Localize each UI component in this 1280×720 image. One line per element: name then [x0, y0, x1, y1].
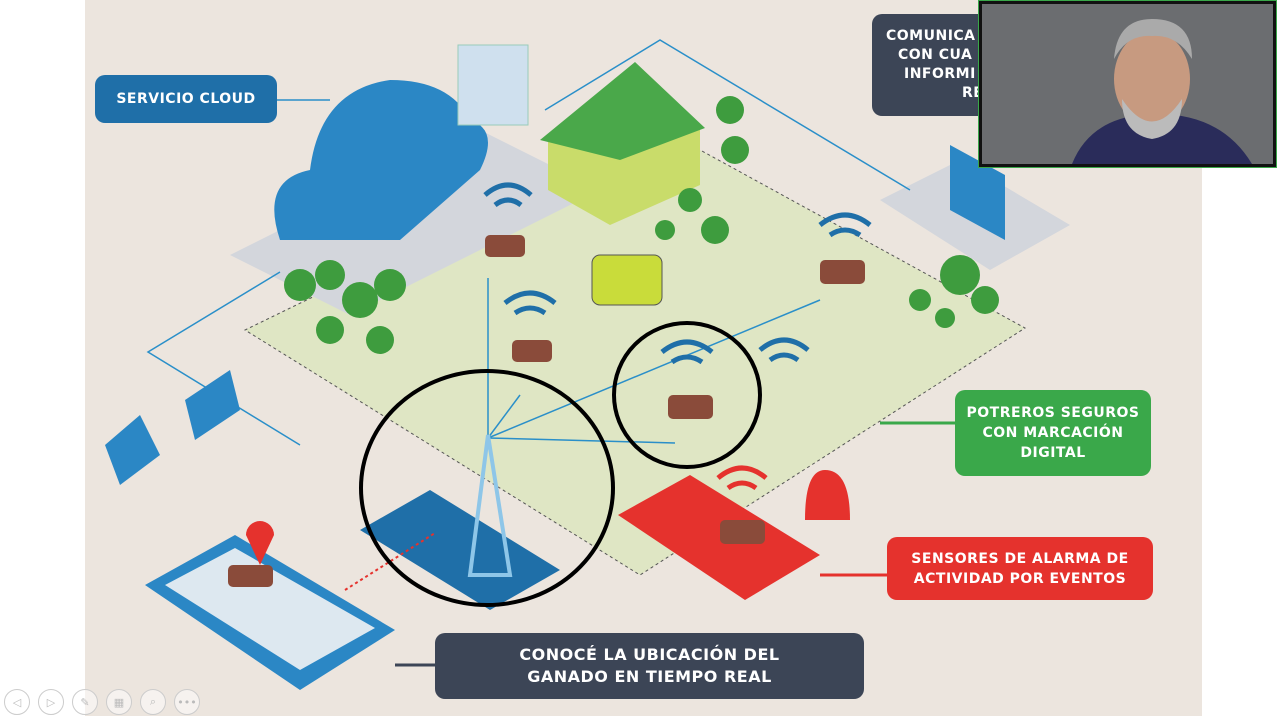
- label-line: ACTIVIDAD POR EVENTOS: [913, 570, 1127, 587]
- server-icon: [457, 44, 529, 126]
- label-line: DIGITAL: [1020, 445, 1086, 461]
- antenna-tower-icon: [467, 434, 513, 577]
- paddocks-label: POTREROS SEGUROS CON MARCACIÓN DIGITAL: [955, 390, 1151, 476]
- network-lines: [146, 39, 911, 446]
- annotation-circle-tower: [359, 369, 615, 607]
- barn-roof: [540, 62, 705, 160]
- label-line: SENSORES DE ALARMA DE: [911, 550, 1129, 567]
- label-line: CON MARCACIÓN: [982, 425, 1124, 441]
- zoom-icon[interactable]: ⌕: [140, 689, 166, 715]
- more-icon[interactable]: •••: [174, 689, 200, 715]
- label-line: CONOCÉ LA UBICACIÓN DEL: [519, 645, 780, 664]
- label-line: CON CUA: [898, 47, 973, 63]
- person-silhouette: [982, 4, 1273, 164]
- previous-icon[interactable]: ◁: [4, 689, 30, 715]
- presentation-controls: ◁ ▷ ✎ ▦ ⌕ •••: [4, 689, 200, 715]
- label-line: POTREROS SEGUROS: [966, 405, 1140, 421]
- label-line: RE: [962, 85, 984, 101]
- tractor-icon: [591, 254, 663, 306]
- label-line: INFORMI: [904, 66, 976, 82]
- participant-video[interactable]: [979, 1, 1276, 167]
- alarm-tile: [618, 475, 820, 600]
- phone-screen: [165, 548, 375, 670]
- trees: [284, 96, 999, 354]
- pen-icon[interactable]: ✎: [72, 689, 98, 715]
- wifi-icons: [483, 182, 872, 491]
- alarm-sensors-label: SENSORES DE ALARMA DE ACTIVIDAD POR EVEN…: [887, 537, 1153, 600]
- laptop-icon: [950, 145, 1005, 240]
- satellite-icon: [105, 415, 160, 485]
- label-text: SERVICIO CLOUD: [116, 91, 256, 107]
- satellite-panel: [185, 370, 240, 440]
- annotation-circle-cow: [612, 321, 762, 469]
- slides-icon[interactable]: ▦: [106, 689, 132, 715]
- location-pin-icon: [246, 521, 274, 565]
- next-icon[interactable]: ▷: [38, 689, 64, 715]
- alarm-siren-icon: [805, 470, 850, 520]
- location-label: CONOCÉ LA UBICACIÓN DEL GANADO EN TIEMPO…: [435, 633, 864, 699]
- cows: [228, 235, 865, 587]
- label-line: COMUNICA: [886, 28, 976, 44]
- cloud-service-label: SERVICIO CLOUD: [95, 75, 277, 123]
- tower-tile: [360, 490, 560, 610]
- label-line: GANADO EN TIEMPO REAL: [527, 667, 772, 686]
- cloud-icon: [274, 80, 488, 240]
